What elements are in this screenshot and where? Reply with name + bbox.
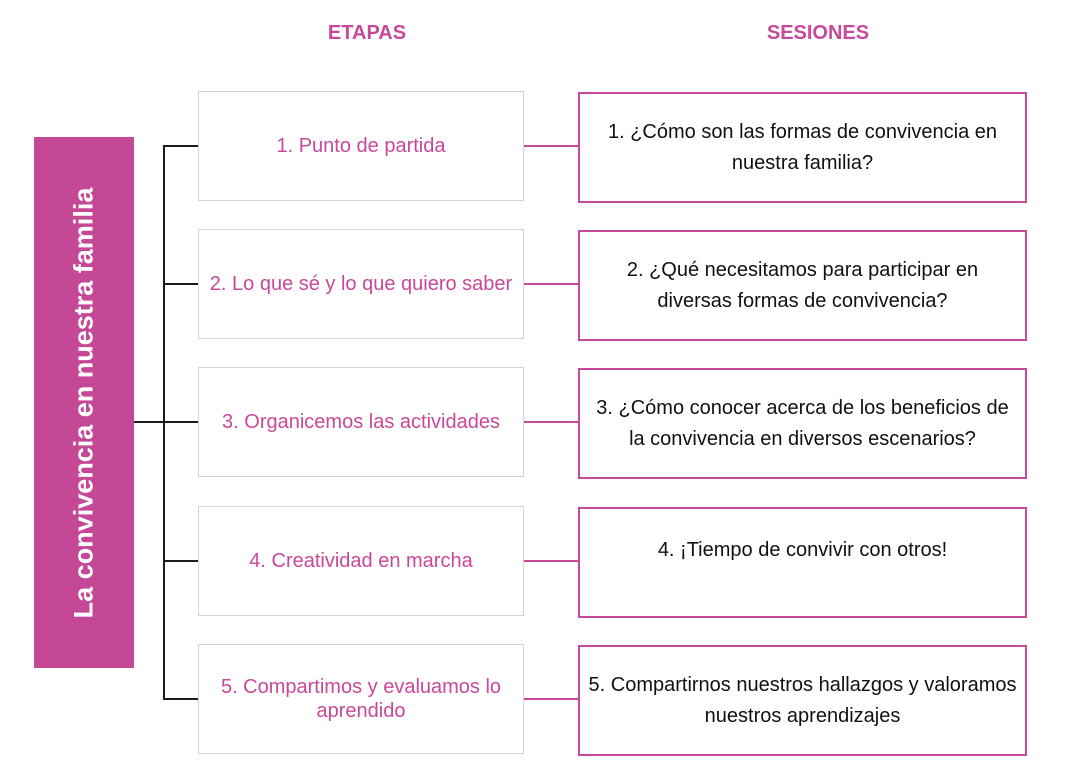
session-box-1: 1. ¿Cómo son las formas de convivencia e…: [578, 92, 1027, 203]
branch-connector-3: [163, 421, 198, 423]
session-label: 1. ¿Cómo son las formas de convivencia e…: [607, 120, 998, 174]
session-box-4: 4. ¡Tiempo de convivir con otros!: [578, 507, 1027, 618]
session-box-5: 5. Compartirnos nuestros hallazgos y val…: [578, 645, 1027, 756]
session-label: 3. ¿Cómo conocer acerca de los beneficio…: [596, 396, 1009, 450]
stage-session-connector-1: [524, 145, 578, 147]
stage-session-connector-3: [524, 421, 578, 423]
session-box-3: 3. ¿Cómo conocer acerca de los beneficio…: [578, 368, 1027, 479]
stage-label: 5. Compartimos y evaluamos lo aprendido: [220, 676, 502, 722]
session-label: 2. ¿Qué necesitamos para participar en d…: [626, 258, 979, 312]
stage-box-1: 1. Punto de partida: [198, 91, 524, 201]
trunk-connector: [134, 421, 164, 423]
branch-connector-5: [163, 698, 198, 700]
stage-box-4: 4. Creatividad en marcha: [198, 506, 524, 616]
stage-label: 2. Lo que sé y lo que quiero saber: [209, 273, 513, 295]
branch-connector-2: [163, 283, 198, 285]
main-title-box: La convivencia en nuestra familia: [34, 137, 134, 668]
stage-box-3: 3. Organicemos las actividades: [198, 367, 524, 477]
stage-session-connector-2: [524, 283, 578, 285]
stage-label: 4. Creatividad en marcha: [249, 550, 473, 572]
sesiones-header: SESIONES: [766, 22, 870, 44]
stage-label: 3. Organicemos las actividades: [222, 411, 500, 433]
branch-connector-1: [163, 145, 198, 147]
stage-session-connector-4: [524, 560, 578, 562]
stage-label: 1. Punto de partida: [276, 135, 446, 157]
branch-connector-4: [163, 560, 198, 562]
session-label: 5. Compartirnos nuestros hallazgos y val…: [588, 673, 1017, 727]
session-box-2: 2. ¿Qué necesitamos para participar en d…: [578, 230, 1027, 341]
session-label: 4. ¡Tiempo de convivir con otros!: [657, 539, 948, 561]
main-title: La convivencia en nuestra familia: [68, 187, 99, 618]
stage-box-2: 2. Lo que sé y lo que quiero saber: [198, 229, 524, 339]
stage-session-connector-5: [524, 698, 578, 700]
stage-box-5: 5. Compartimos y evaluamos lo aprendido: [198, 644, 524, 754]
etapas-header: ETAPAS: [327, 22, 407, 44]
